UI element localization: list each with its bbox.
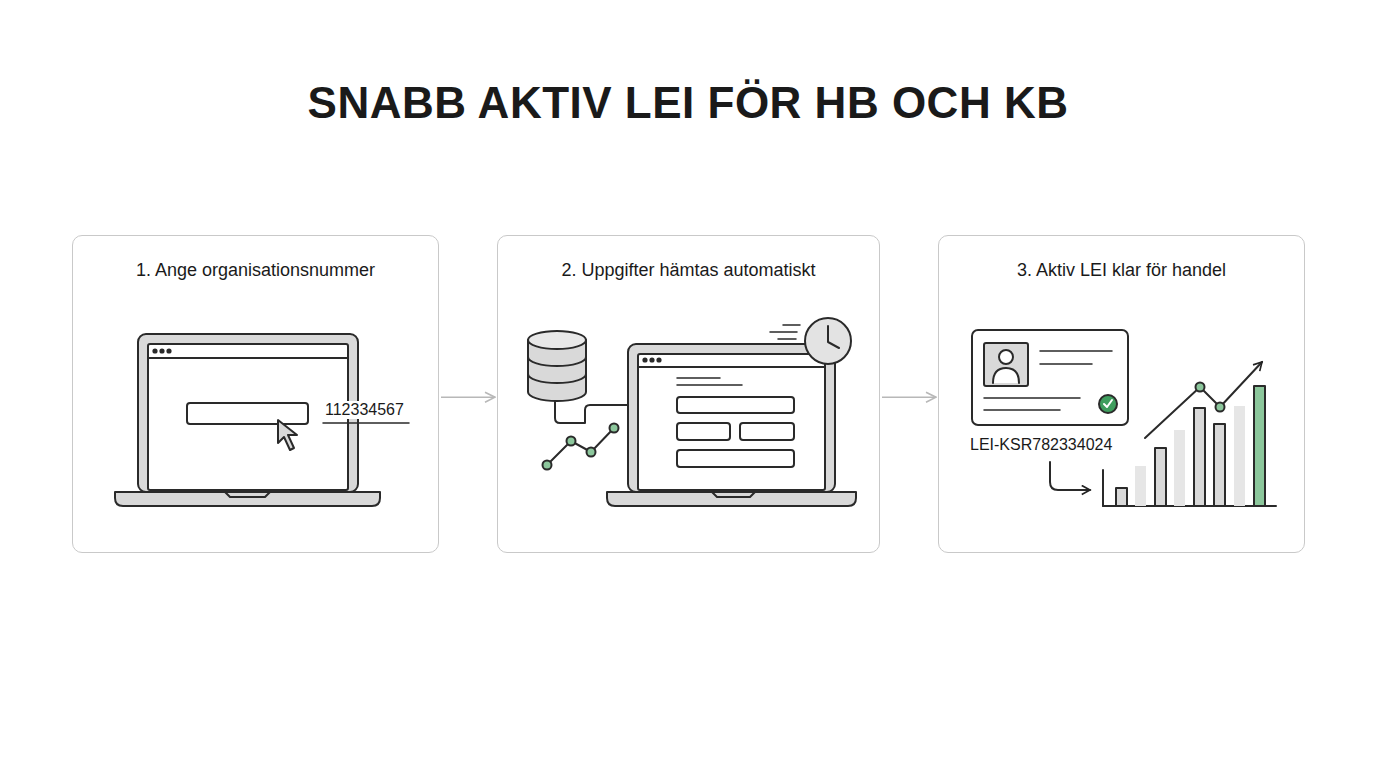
id-card-icon [972, 330, 1128, 490]
lei-code: LEI-KSR782334024 [968, 436, 1114, 454]
diagram-title: SNABB AKTIV LEI FÖR HB OCH KB [0, 78, 1376, 128]
org-number: 112334567 [323, 401, 406, 419]
step-heading: 2. Uppgifter hämtas automatiskt [498, 260, 879, 281]
step-heading: 3. Aktiv LEI klar för handel [939, 260, 1304, 281]
step-panel: 1. Ange organisationsnummer [72, 235, 439, 553]
flow-arrow [882, 396, 936, 398]
step-panel: 3. Aktiv LEI klar för handel [938, 235, 1305, 553]
step-panel: 2. Uppgifter hämtas automatiskt [497, 235, 880, 553]
growth-chart-icon [1103, 362, 1276, 506]
laptop-form-icon [607, 318, 856, 506]
step-heading: 1. Ange organisationsnummer [73, 260, 438, 281]
flow-arrow [441, 396, 495, 398]
laptop-icon [115, 334, 409, 506]
